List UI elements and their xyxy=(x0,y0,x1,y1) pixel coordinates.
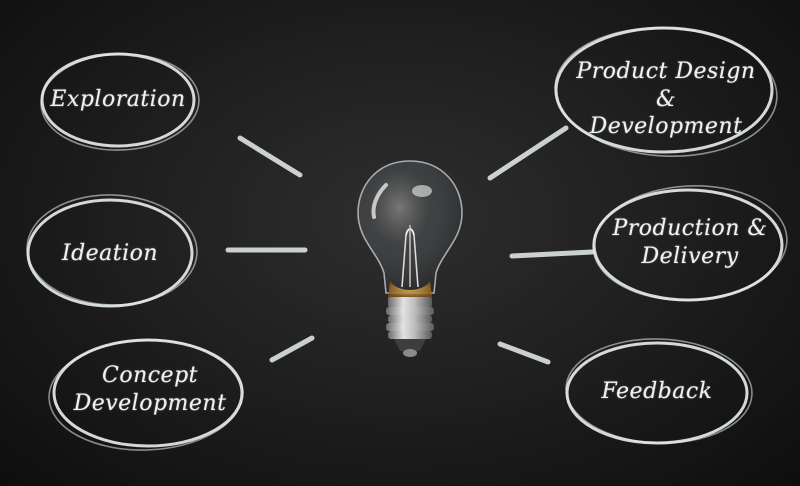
label-concept-line2: Development xyxy=(73,390,227,416)
lightbulb-icon xyxy=(357,160,463,357)
label-product-line1: Product Design & xyxy=(576,59,756,112)
label-feedback-text: Feedback xyxy=(601,379,713,404)
label-product: Product Design & Development xyxy=(566,58,766,141)
label-feedback: Feedback xyxy=(582,378,732,406)
ellipse-exploration xyxy=(40,52,200,151)
ellipse-product xyxy=(554,26,778,157)
connector-concept xyxy=(269,335,315,363)
label-production-line1: Production & xyxy=(612,216,768,241)
ellipse-feedback xyxy=(565,338,753,445)
label-concept: Concept Development xyxy=(70,362,230,417)
connector-exploration xyxy=(237,135,303,178)
connector-production xyxy=(509,249,595,259)
label-ideation-text: Ideation xyxy=(61,241,159,266)
ellipse-concept xyxy=(48,338,244,451)
ellipse-production xyxy=(592,185,788,302)
label-production-line2: Delivery xyxy=(641,243,739,269)
label-product-line2: Development xyxy=(589,114,743,139)
ellipse-ideation xyxy=(26,194,198,308)
label-concept-line1: Concept xyxy=(101,363,198,388)
label-exploration: Exploration xyxy=(48,86,188,114)
label-exploration-text: Exploration xyxy=(50,87,186,112)
label-ideation: Ideation xyxy=(40,240,180,268)
connector-feedback xyxy=(497,341,551,365)
connector-product xyxy=(487,125,569,181)
label-production: Production & Delivery xyxy=(605,215,775,270)
